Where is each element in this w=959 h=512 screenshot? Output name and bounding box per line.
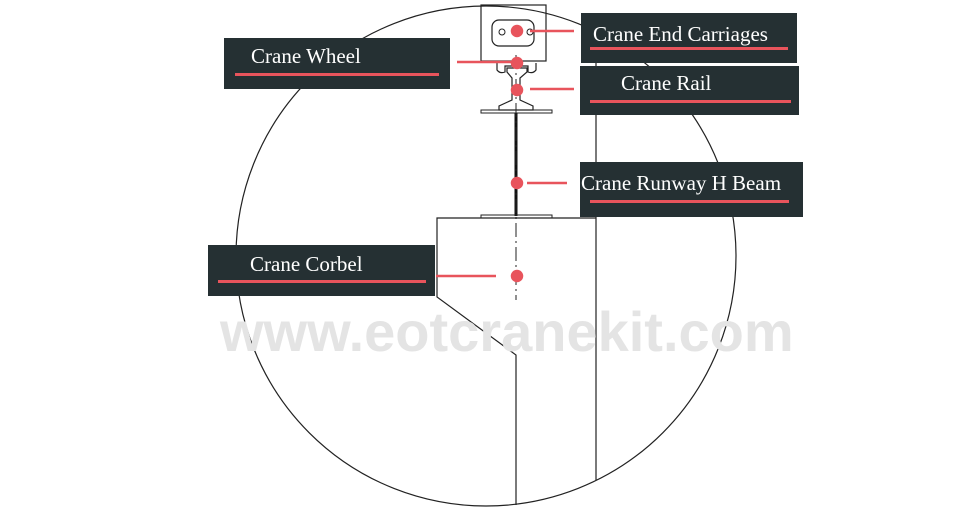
dot-beam (510, 176, 524, 190)
label-text: Crane Wheel (251, 44, 361, 68)
label-underline (235, 73, 439, 76)
label-text: Crane Rail (621, 71, 712, 95)
label-underline (590, 100, 791, 103)
crane-corbel (436, 217, 596, 505)
dot-end-carriage (510, 24, 524, 38)
label-text: Crane Corbel (250, 252, 363, 276)
label-runway-beam: Crane Runway H Beam (580, 162, 803, 217)
dot-wheel (510, 56, 524, 70)
label-underline (218, 280, 426, 283)
watermark: www.eotcranekit.com (220, 300, 794, 363)
label-text: Crane Runway H Beam (581, 171, 782, 195)
label-corbel: Crane Corbel (208, 245, 435, 296)
label-wheel: Crane Wheel (224, 38, 450, 89)
label-underline (590, 200, 789, 203)
dot-corbel (510, 269, 524, 283)
label-underline (590, 47, 788, 50)
dot-rail (510, 83, 524, 97)
label-rail: Crane Rail (580, 66, 799, 115)
label-text: Crane End Carriages (593, 22, 768, 46)
bolt-hole (498, 28, 506, 36)
end-carriage-plate (491, 19, 535, 47)
label-end-carriages: Crane End Carriages (581, 13, 797, 63)
